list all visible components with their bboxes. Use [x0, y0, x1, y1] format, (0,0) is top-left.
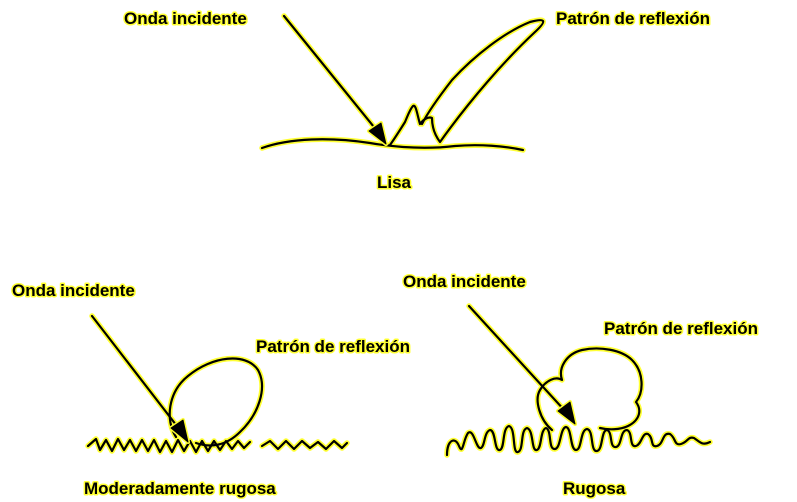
smooth-pattern-label: Patrón de reflexión — [556, 9, 710, 28]
rough-pattern-label: Patrón de reflexión — [604, 319, 758, 338]
smooth-surface-label: Lisa — [377, 173, 412, 192]
panel-rough: Onda incidente Patrón de reflexión Rugos… — [403, 272, 758, 498]
smooth-reflection-lobe — [390, 20, 543, 145]
rough-incident-label: Onda incidente — [403, 272, 526, 291]
smooth-incident-label: Onda incidente — [124, 9, 247, 28]
moderate-surface-label: Moderadamente rugosa — [84, 479, 276, 498]
rough-surface-label: Rugosa — [563, 479, 626, 498]
rough-incident-arrow — [469, 306, 566, 412]
moderate-incident-label: Onda incidente — [12, 281, 135, 300]
panel-smooth: Onda incidente Patrón de reflexión Lisa — [124, 9, 710, 192]
rough-reflection-lobe — [538, 348, 642, 430]
smooth-incident-arrow — [284, 16, 378, 132]
panel-moderate: Onda incidente Patrón de reflexión Moder… — [12, 281, 410, 498]
moderate-pattern-label: Patrón de reflexión — [256, 337, 410, 356]
moderate-incident-arrow — [92, 316, 180, 430]
